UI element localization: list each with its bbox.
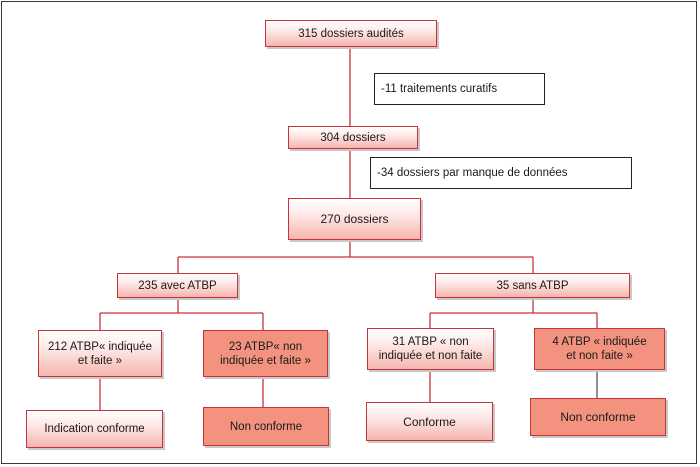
box-not-indicated-done: 23 ATBP« non indiquée et faite »: [203, 330, 328, 377]
note-curative-exclusion: -11 traitements curatifs: [374, 73, 545, 105]
box-outcome-non-conforme-right: Non conforme: [530, 398, 666, 436]
box-after-curative: 304 dossiers: [288, 126, 418, 149]
box-outcome-non-conforme-right-label: Non conforme: [560, 410, 636, 424]
box-not-indicated-not-done-label: 31 ATBP « non indiquée et non faite: [378, 336, 483, 362]
box-outcome-indication-conforme: Indication conforme: [26, 410, 163, 448]
box-audited-label: 315 dossiers audités: [298, 27, 404, 40]
box-with-atbp: 235 avec ATBP: [117, 273, 238, 298]
box-after-curative-label: 304 dossiers: [320, 131, 386, 144]
box-not-indicated-not-done: 31 ATBP « non indiquée et non faite: [367, 328, 494, 370]
box-indicated-not-done: 4 ATBP « indiquée et non faite »: [534, 328, 665, 370]
box-indicated-not-done-label: 4 ATBP « indiquée et non faite »: [552, 336, 647, 362]
box-outcome-non-conforme-left-label: Non conforme: [229, 420, 303, 433]
box-with-atbp-label: 235 avec ATBP: [138, 279, 217, 292]
box-without-atbp: 35 sans ATBP: [435, 273, 630, 298]
note-curative-exclusion-label: -11 traitements curatifs: [381, 83, 498, 95]
box-indicated-done-label: 212 ATBP« indiquée et faite »: [47, 340, 152, 367]
box-outcome-indication-conforme-label: Indication conforme: [44, 423, 145, 435]
box-outcome-non-conforme-left: Non conforme: [203, 407, 329, 446]
note-missing-data-exclusion: -34 dossiers par manque de données: [370, 157, 632, 189]
box-analysed: 270 dossiers: [288, 198, 421, 240]
box-analysed-label: 270 dossiers: [320, 212, 389, 226]
box-outcome-conforme: Conforme: [366, 402, 493, 441]
box-indicated-done: 212 ATBP« indiquée et faite »: [38, 330, 162, 377]
box-audited: 315 dossiers audités: [265, 20, 437, 47]
note-missing-data-exclusion-label: -34 dossiers par manque de données: [377, 167, 568, 179]
box-without-atbp-label: 35 sans ATBP: [496, 279, 569, 292]
box-outcome-conforme-label: Conforme: [403, 414, 456, 429]
box-not-indicated-done-label: 23 ATBP« non indiquée et faite »: [220, 340, 311, 367]
